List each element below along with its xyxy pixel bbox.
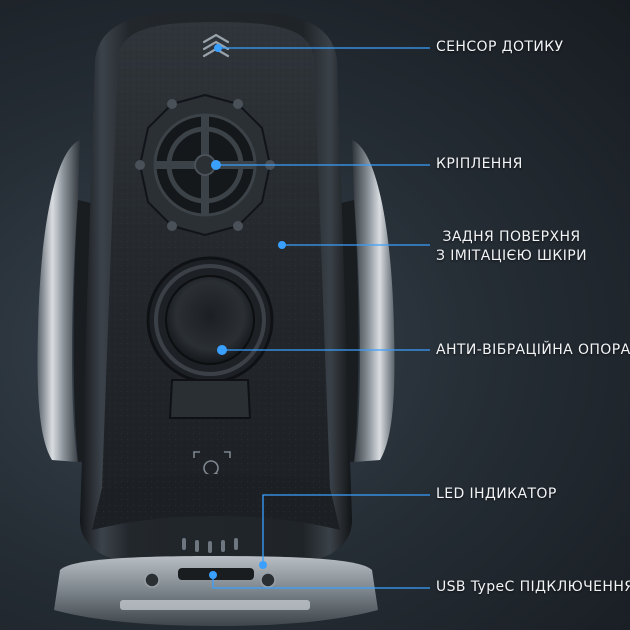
usb-typec-label: USB TypeC ПІДКЛЮЧЕННЯ bbox=[436, 579, 630, 595]
led-indicator-vents bbox=[182, 538, 238, 553]
back-surface-label-line2: З ІМІТАЦІЄЮ ШКІРИ bbox=[436, 248, 587, 264]
left-clamp-arm bbox=[37, 140, 80, 462]
callout-lines bbox=[212, 47, 430, 589]
touch-sensor-label: СЕНСОР ДОТИКУ bbox=[436, 39, 564, 55]
back-surface-label-line1: ЗАДНЯ ПОВЕРХНЯ bbox=[442, 229, 581, 245]
callout-dots bbox=[209, 44, 286, 579]
led-indicator-label: LED ІНДИКАТОР bbox=[436, 486, 557, 502]
holder-base bbox=[54, 556, 378, 626]
anti-vibration-label: АНТИ-ВІБРАЦІЙНА ОПОРА bbox=[436, 342, 630, 358]
anti-vibration-support bbox=[146, 256, 274, 419]
mount-label: КРІПЛЕННЯ bbox=[436, 156, 523, 172]
right-clamp-arm bbox=[352, 140, 395, 462]
back-surface-label: ЗАДНЯ ПОВЕРХНЯ З ІМІТАЦІЄЮ ШКІРИ bbox=[436, 228, 587, 266]
